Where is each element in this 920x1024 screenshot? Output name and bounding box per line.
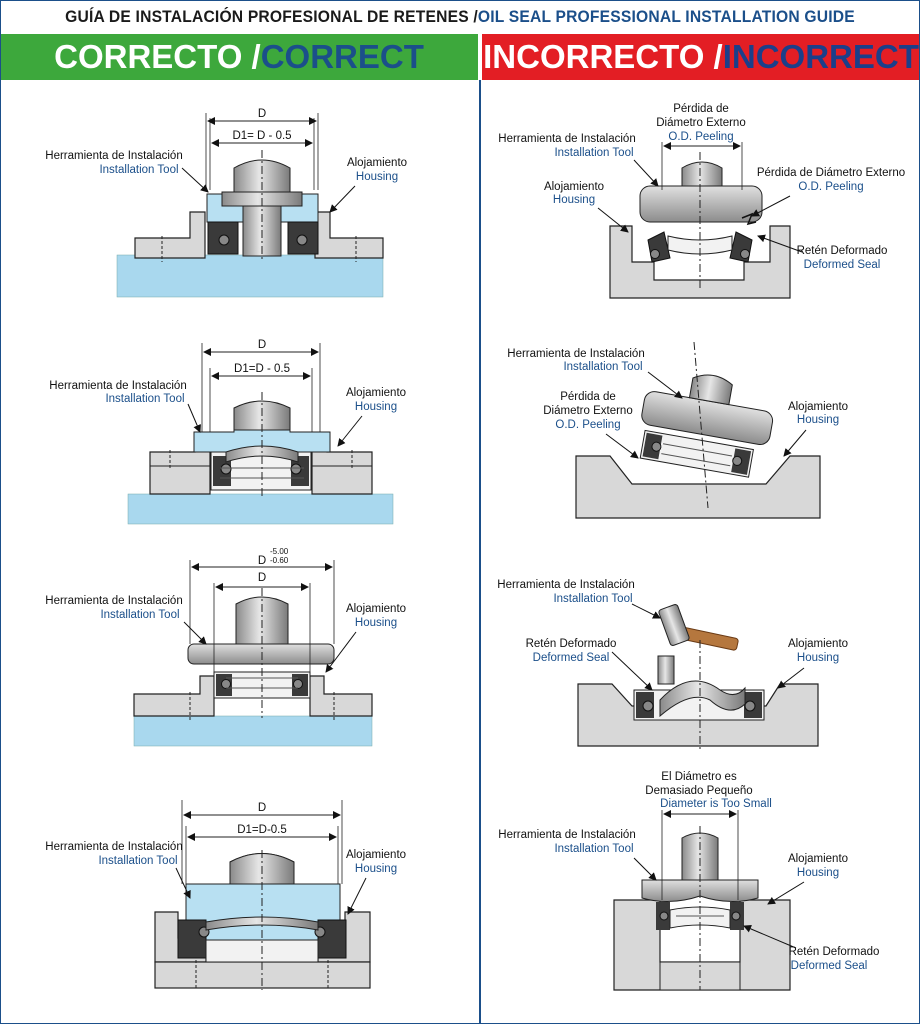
dim-tol-lower: -0.60: [270, 556, 289, 565]
dim-d: D: [258, 802, 266, 814]
peeling-label-en: O.D. Peeling: [798, 181, 863, 193]
housing-label-es: Alojamiento: [346, 849, 406, 861]
deformed-label-en: Deformed Seal: [533, 652, 610, 664]
page-title: GUÍA DE INSTALACIÓN PROFESIONAL DE RETEN…: [37, 0, 883, 34]
correct-diagram-2: D D1=D - 0.5 Herramienta de Instalación …: [49, 339, 406, 525]
dim-d1: D1=D - 0.5: [234, 363, 290, 375]
dim-d: D: [258, 572, 266, 584]
correct-diagram-4: D D1=D-0.5 Herramienta de Instalación In…: [45, 800, 406, 990]
peeling-label-es-1: Pérdida de: [560, 391, 616, 403]
tool-label-en: Installation Tool: [554, 147, 633, 159]
hammer-icon: [658, 604, 739, 651]
deformed-label-es: Retén Deformado: [789, 946, 880, 958]
dim-tol-upper: -5.00: [270, 547, 289, 556]
deformed-label-en: Deformed Seal: [791, 960, 868, 972]
incorrect-banner: INCORRECTO / INCORRECT: [482, 34, 920, 80]
housing-label-es: Alojamiento: [788, 638, 848, 650]
tool-label-es: Herramienta de Instalación: [498, 829, 635, 841]
tool-label-es: Herramienta de Instalación: [45, 595, 182, 607]
peeling-label-en: O.D. Peeling: [668, 131, 733, 143]
correct-banner: CORRECTO / CORRECT: [0, 34, 478, 80]
housing-label-es: Alojamiento: [788, 401, 848, 413]
title-spanish: GUÍA DE INSTALACIÓN PROFESIONAL DE RETEN…: [65, 7, 478, 26]
deformed-label-en: Deformed Seal: [804, 259, 881, 271]
tool-label-es: Herramienta de Instalación: [49, 380, 186, 392]
housing-label-es: Alojamiento: [346, 387, 406, 399]
housing-label-es: Alojamiento: [788, 853, 848, 865]
correct-label-en: CORRECT: [260, 38, 424, 75]
peeling-label-en: O.D. Peeling: [555, 419, 620, 431]
tool-label-es: Herramienta de Instalación: [498, 133, 635, 145]
housing-label-en: Housing: [797, 652, 839, 664]
tool-label-en: Installation Tool: [98, 855, 177, 867]
incorrect-diagram-4: El Diámetro es Demasiado Pequeño Diamete…: [498, 771, 880, 991]
housing-label-es: Alojamiento: [544, 181, 604, 193]
tool-label-en: Installation Tool: [100, 609, 179, 621]
incorrect-diagram-1: Pérdida de Diámetro Externo O.D. Peeling…: [498, 103, 905, 299]
tool-label-en: Installation Tool: [99, 164, 178, 176]
small-label-es-1: El Diámetro es: [661, 771, 737, 783]
tool-label-en: Installation Tool: [554, 843, 633, 855]
deformed-label-es: Retén Deformado: [526, 638, 617, 650]
deformed-label-es: Retén Deformado: [797, 245, 888, 257]
housing-label-es: Alojamiento: [346, 603, 406, 615]
peeling-label-es-2: Diámetro Externo: [656, 117, 745, 129]
incorrect-label-es: INCORRECTO /: [483, 38, 723, 75]
housing-label-en: Housing: [355, 863, 397, 875]
title-english: OIL SEAL PROFESSIONAL INSTALLATION GUIDE: [477, 7, 855, 26]
dim-d1: D1= D - 0.5: [232, 130, 291, 142]
housing-label-en: Housing: [797, 414, 839, 426]
dim-d: D: [258, 339, 266, 351]
tool-label-en: Installation Tool: [553, 593, 632, 605]
housing-label-en: Housing: [553, 194, 595, 206]
peeling-label-es-2: Diámetro Externo: [543, 405, 632, 417]
housing-label-en: Housing: [797, 867, 839, 879]
tool-label-en: Installation Tool: [563, 361, 642, 373]
tool-label-es: Herramienta de Instalación: [45, 841, 182, 853]
peeling-label-es-1: Pérdida de: [673, 103, 729, 115]
correct-diagram-3: D -5.00 -0.60 D Herramienta de Instalaci…: [45, 547, 406, 747]
housing-label-en: Housing: [356, 171, 398, 183]
column-divider: [479, 80, 481, 1024]
tool-label-es: Herramienta de Instalación: [507, 348, 644, 360]
peeling-label-es-inline: Pérdida de Diámetro Externo: [757, 167, 905, 179]
incorrect-label-en: INCORRECT: [722, 38, 919, 75]
small-label-es-2: Demasiado Pequeño: [645, 785, 752, 797]
small-label-en: Diameter is Too Small: [660, 798, 772, 810]
housing-label-es: Alojamiento: [347, 157, 407, 169]
incorrect-diagram-2: Herramienta de Instalación Installation …: [507, 341, 848, 519]
dim-d: D: [258, 108, 266, 120]
dim-d1: D1=D-0.5: [237, 824, 287, 836]
dim-d-tol: D: [258, 555, 266, 567]
tool-label-en: Installation Tool: [105, 393, 184, 405]
incorrect-diagram-3: Herramienta de Instalación Installation …: [497, 579, 848, 750]
tool-label-es: Herramienta de Instalación: [497, 579, 634, 591]
housing-label-en: Housing: [355, 617, 397, 629]
housing-label-en: Housing: [355, 401, 397, 413]
correct-diagram-1: D D1= D - 0.5 Herramienta de Instalación…: [45, 108, 407, 298]
correct-label-es: CORRECTO /: [54, 38, 261, 75]
tool-label-es: Herramienta de Instalación: [45, 150, 182, 162]
